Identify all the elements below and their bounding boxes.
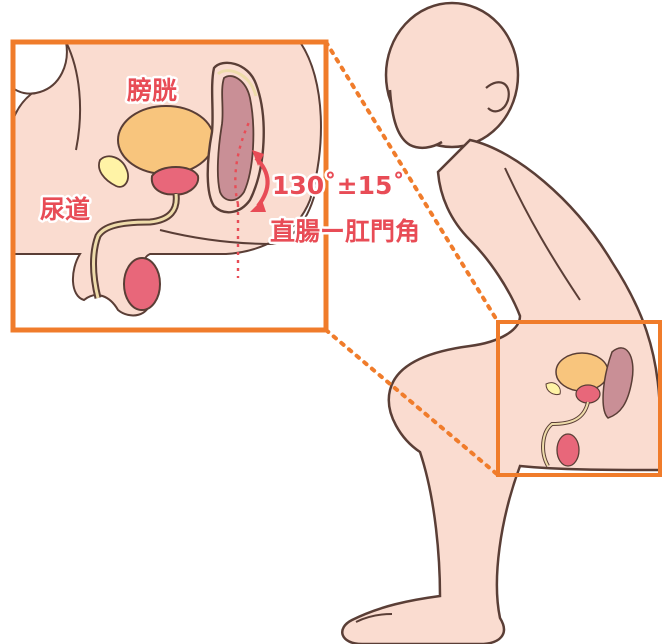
prostate-small — [576, 385, 600, 403]
angle-value-label: 130˚±15˚ — [272, 171, 405, 200]
urethra-label: 尿道 — [40, 195, 90, 224]
bladder-label: 膀胱 — [126, 76, 177, 105]
testis — [124, 258, 160, 310]
testis-small — [557, 434, 579, 466]
bladder — [118, 106, 214, 174]
ear — [486, 82, 509, 111]
prostate — [152, 167, 198, 194]
anorectal-angle-label: 直腸ー肛門角 — [270, 217, 420, 246]
bladder-small — [556, 353, 608, 391]
rectum — [218, 76, 254, 200]
